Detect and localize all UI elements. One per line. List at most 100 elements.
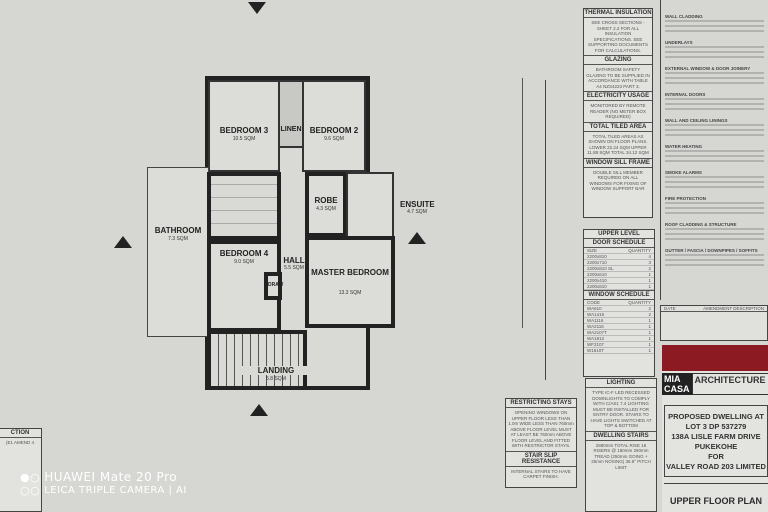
table-cell: 2200x610 (587, 272, 607, 277)
table-row: 2200x410 1 (584, 278, 654, 284)
window-schedule-title: WINDOW SCHEDULE (584, 290, 654, 300)
camera-watermark: ●○HUAWEI Mate 20 Pro ○○LEICA TRIPLE CAME… (20, 470, 187, 497)
room-ensuite: ENSUITE 4.7 SQM (400, 200, 435, 215)
spec-heading: SMOKE ALARMS (665, 170, 702, 175)
room-area: 4.7 SQM (407, 209, 427, 215)
table-cell: WA2116 (587, 324, 604, 329)
table-cell: WA1812 (587, 336, 605, 341)
room-bedroom-4: BEDROOM 4 9.0 SQM (207, 240, 281, 332)
project-line: FOR (708, 452, 724, 461)
spec-text-lines (665, 98, 764, 112)
watermark-line2: LEICA TRIPLE CAMERA | AI (44, 485, 187, 496)
table-cell: 1 (648, 348, 651, 353)
room-area: 5.8 SQM (266, 376, 286, 382)
room-bedroom-2: BEDROOM 2 9.6 SQM (302, 80, 366, 172)
table-cell: 1 (648, 342, 651, 347)
room-label: BEDROOM 4 (219, 249, 269, 258)
table-row: WA2116 1 (584, 324, 654, 330)
electricity-body: MONITORED BY REMOTE READER (NO METER BOX… (589, 103, 646, 119)
room-ensuite-fixtures (346, 172, 394, 238)
brand-bar (662, 345, 768, 371)
room-area: 9.6 SQM (324, 136, 344, 142)
room-draw: DRAW (264, 272, 283, 300)
table-cell: 1 (648, 278, 651, 283)
project-line: 138A LISLE FARM DRIVE (671, 432, 761, 441)
table-cell: 1 (648, 336, 651, 341)
slip-title: STAIR SLIP RESISTANCE (506, 450, 576, 467)
table-cell: 1 (648, 324, 651, 329)
restricting-body: OPENING WINDOWS ON UPPER FLOOR LESS THAN… (508, 410, 574, 448)
room-label: BEDROOM 2 (309, 126, 359, 135)
table-cell: 2200x410 (587, 278, 607, 283)
tiled-title: TOTAL TILED AREA (584, 121, 652, 132)
slip-body: INTERNAL STAIRS TO HAVE CARPET FINISH. (511, 468, 571, 480)
brand-right: ARCHITECTURE (691, 373, 768, 395)
spec-text-lines (665, 228, 764, 242)
lighting-stairs-panel: LIGHTING TYPE IC-F LED RECESSED DOWNLIGH… (585, 378, 657, 512)
table-cell: 2200x810 (587, 284, 607, 289)
project-line: VALLEY ROAD 203 LIMITED (666, 462, 766, 471)
glazing-body: BATHROOM SAFETY GLAZING TO BE SUPPLIED I… (586, 67, 650, 89)
room-area: 4.3 SQM (316, 206, 336, 212)
brand-left: MIA CASA (662, 373, 692, 395)
spec-heading: WALL CLADDING (665, 14, 703, 19)
table-cell: 2 (648, 306, 651, 311)
room-hall: HALL 5.5 SQM (280, 256, 308, 271)
section-marker-icon (408, 232, 426, 244)
spec-heading: WALL AND CEILING LININGS (665, 118, 728, 123)
col-header: AMENDMENT DESCRIPTION (703, 306, 764, 311)
col-header: SIZE (587, 248, 598, 253)
room-label: LINEN (280, 126, 302, 133)
spec-text-lines (665, 46, 764, 60)
table-cell: 1 (648, 284, 651, 289)
project-line: PROPOSED DWELLING AT (668, 412, 764, 421)
project-line: LOT 3 DP 537279 (685, 422, 747, 431)
room-label: BATHROOM (154, 226, 202, 235)
room-robe: ROBE 4.3 SQM (305, 172, 347, 237)
sill-body: DOUBLE SILL MEMBER REQUIRED ON ALL WINDO… (589, 169, 647, 192)
door-schedule-title: DOOR SCHEDULE (584, 239, 654, 248)
col-header: QUANTITY (628, 300, 651, 305)
upper-level-title: UPPER LEVEL (584, 230, 654, 239)
spec-heading: UNDERLAYS (665, 40, 693, 45)
window-header-row: CODE QUANTITY (584, 300, 654, 306)
col-header: CODE (587, 300, 601, 305)
camera-logo-icon: ○○ (20, 484, 41, 497)
table-row: W1610T 1 (584, 348, 654, 354)
spec-text-lines (665, 72, 764, 86)
restricting-title: RESTRICTING STAYS (506, 399, 576, 408)
table-title: CTION (0, 429, 41, 438)
room-label: BEDROOM 3 (219, 126, 269, 135)
thermal-title: THERMAL INSULATION (584, 10, 652, 18)
table-body: (E1 AMEND 4 (5, 440, 34, 445)
room-area: 7.3 SQM (168, 236, 188, 242)
stairs-body: 2880mm TOTAL RISE 16 RISERS @ 180mm 260m… (591, 442, 651, 470)
room-area: 9.0 SQM (234, 259, 254, 265)
table-cell: 1 (648, 330, 651, 335)
room-area: 10.5 SQM (232, 136, 256, 142)
stairs-title: DWELLING STAIRS (586, 430, 656, 441)
table-row: WA1812 1 (584, 336, 654, 342)
room-linen: LINEN (278, 80, 304, 148)
spec-text-lines (665, 20, 764, 34)
col-header: DATE (664, 306, 676, 311)
watermark-line1: HUAWEI Mate 20 Pro (44, 470, 178, 484)
table-cell: 4 (648, 254, 651, 259)
glazing-title: GLAZING (584, 55, 652, 65)
room-label: LANDING (241, 366, 311, 375)
spec-text-lines (665, 176, 764, 190)
table-cell: W1610T (587, 348, 605, 353)
schedule-panel: THERMAL INSULATION SEE CROSS SECTIONS - … (583, 8, 653, 218)
restricting-panel: RESTRICTING STAYS OPENING WINDOWS ON UPP… (505, 398, 577, 488)
room-label: ENSUITE (400, 200, 435, 209)
bathroom-fixtures (207, 172, 281, 240)
upper-level-schedule: UPPER LEVEL DOOR SCHEDULE SIZE QUANTITY 2… (583, 229, 655, 377)
